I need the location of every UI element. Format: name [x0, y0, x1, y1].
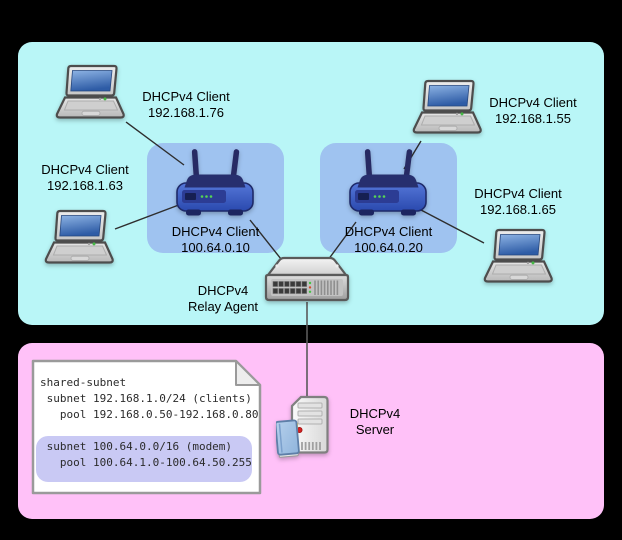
wireless-router-icon: [173, 146, 257, 222]
node-ip: 100.64.0.20: [354, 239, 423, 255]
node-ip: 192.168.1.65: [480, 201, 556, 217]
server-tower-icon: [276, 395, 336, 461]
config-highlight: [36, 436, 252, 482]
relay-agent-label: DHCPv4 Relay Agent: [167, 283, 279, 314]
link-router2-laptop65: [420, 209, 485, 244]
laptop-icon: [483, 227, 553, 289]
node-ip: 192.168.1.63: [47, 177, 123, 193]
config-file-text: shared-subnet subnet 192.168.1.0/24 (cli…: [40, 375, 260, 471]
laptop-icon: [44, 208, 114, 270]
node-label: DHCPv4 Client: [142, 89, 230, 104]
node-ip: 192.168.1.76: [148, 104, 224, 120]
laptop-icon: [412, 78, 482, 140]
node-label: DHCPv4: [197, 283, 249, 298]
node-ip: 100.64.0.10: [181, 239, 250, 255]
link-laptop63-router1: [114, 202, 185, 230]
link-laptop76-router1: [125, 121, 185, 166]
node-label: DHCPv4 Client: [474, 186, 562, 201]
config-line: pool 192.168.0.50-192.168.0.80: [40, 408, 259, 421]
node-ip: 192.168.1.55: [495, 110, 571, 126]
config-line: shared-subnet: [40, 376, 127, 389]
node-label: DHCPv4 Client: [171, 224, 260, 239]
modem20-label: DHCPv4 Client 100.64.0.20: [320, 224, 457, 255]
wireless-router-icon: [346, 146, 430, 222]
node-sublabel: Relay Agent: [187, 298, 259, 314]
config-line-spacer: [40, 423, 260, 439]
config-line: subnet 192.168.1.0/24 (clients): [40, 392, 252, 405]
node-label: DHCPv4 Client: [489, 95, 577, 110]
link-router1-relay: [249, 219, 282, 260]
laptop55-label: DHCPv4 Client 192.168.1.55: [477, 95, 589, 126]
config-line-highlighted: pool 100.64.1.0-100.64.50.255: [40, 456, 252, 469]
link-router2-relay: [327, 221, 357, 261]
modem10-label: DHCPv4 Client 100.64.0.10: [147, 224, 284, 255]
node-label: DHCPv4 Client: [41, 162, 129, 177]
config-line-highlighted: subnet 100.64.0.0/16 (modem): [40, 440, 233, 453]
dog-ear-fold: [235, 360, 261, 386]
laptop63-label: DHCPv4 Client 192.168.1.63: [29, 162, 141, 193]
node-sublabel: Server: [355, 421, 395, 437]
node-label: DHCPv4: [349, 406, 401, 421]
server-label: DHCPv4 Server: [340, 406, 410, 437]
node-label: DHCPv4 Client: [344, 224, 433, 239]
laptop-icon: [55, 63, 125, 125]
laptop76-label: DHCPv4 Client 192.168.1.76: [130, 89, 242, 120]
laptop65-label: DHCPv4 Client 192.168.1.65: [462, 186, 574, 217]
